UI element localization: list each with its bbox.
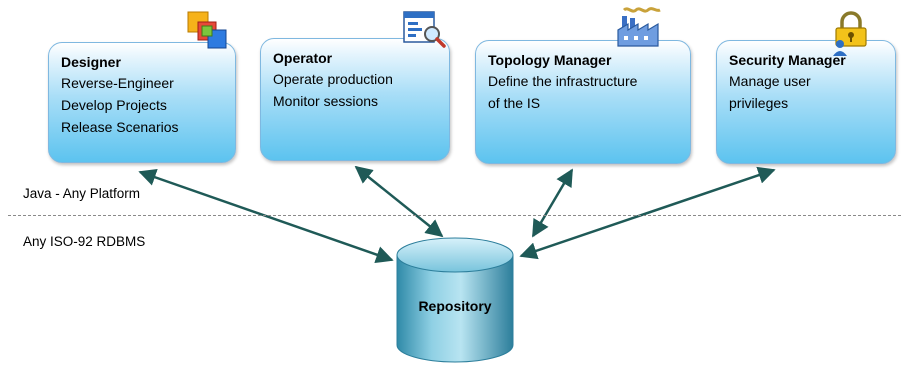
lock-icon xyxy=(830,10,872,61)
arrow-operator-repository xyxy=(354,165,444,238)
layer-divider xyxy=(8,215,901,216)
operator-line-2: Monitor sessions xyxy=(273,93,379,109)
factory-icon xyxy=(616,6,664,55)
topology-manager-title: Topology Manager xyxy=(488,52,612,68)
operator-line-1: Operate production xyxy=(273,71,393,87)
layer-label-rdbms: Any ISO-92 RDBMS xyxy=(23,234,146,249)
repository-label: Repository xyxy=(418,298,492,314)
security-manager-line-1: Manage user xyxy=(729,73,811,89)
designer-icon xyxy=(186,10,234,57)
designer-title: Designer xyxy=(61,54,121,70)
designer-line-1: Reverse-Engineer xyxy=(61,75,174,91)
arrow-topology-repository xyxy=(531,168,574,238)
topology-manager-line-1: Define the infrastructure xyxy=(488,73,638,89)
topology-manager-line-2: of the IS xyxy=(488,95,541,111)
designer-box: Designer Reverse-Engineer Develop Projec… xyxy=(48,42,236,163)
security-manager-line-2: privileges xyxy=(729,95,789,111)
topology-manager-box: Topology Manager Define the infrastructu… xyxy=(475,40,691,164)
designer-line-2: Develop Projects xyxy=(61,97,167,113)
layer-label-java: Java - Any Platform xyxy=(23,186,141,201)
arrow-security-repository xyxy=(519,166,776,260)
operator-title: Operator xyxy=(273,50,333,66)
arrow-designer-repository xyxy=(138,168,394,264)
operator-box: Operator Operate production Monitor sess… xyxy=(260,38,450,161)
designer-line-3: Release Scenarios xyxy=(61,119,179,135)
security-manager-title: Security Manager xyxy=(729,52,846,68)
repository-cylinder xyxy=(396,237,514,363)
security-manager-box: Security Manager Manage user privileges xyxy=(716,40,896,164)
operator-icon xyxy=(400,10,448,55)
